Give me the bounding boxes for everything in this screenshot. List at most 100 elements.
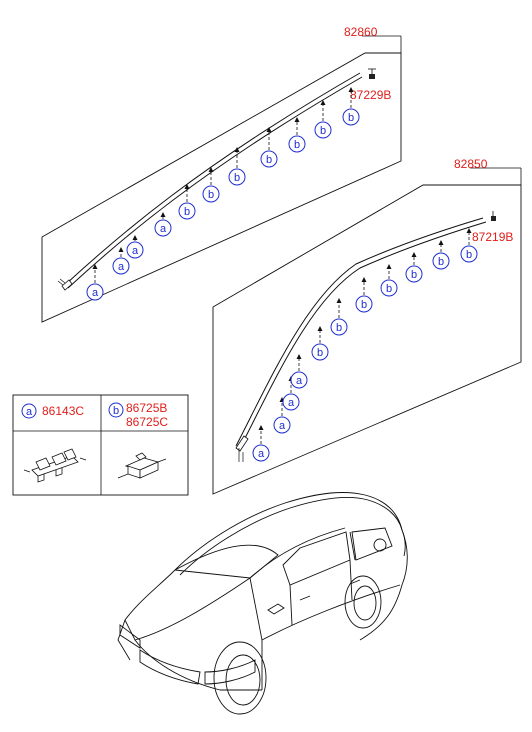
clip-letter: a	[132, 245, 139, 257]
clip-letter: a	[92, 287, 99, 299]
clip-letter: b	[320, 125, 326, 137]
clip-callout-a: a	[273, 397, 291, 434]
clip-arrowhead	[320, 100, 326, 105]
clip-letter: b	[336, 322, 342, 334]
clip-callout-a: a	[252, 425, 270, 462]
clip-arrowhead	[466, 228, 472, 233]
clip-circle	[86, 283, 104, 301]
clip-arrowhead	[386, 264, 392, 269]
clip-circle	[290, 371, 308, 389]
legend-a-letter: a	[26, 406, 33, 418]
clip-arrowhead	[258, 425, 264, 430]
clip-arrowhead	[438, 240, 444, 245]
clip-circle	[405, 265, 423, 283]
clip-circle	[228, 168, 246, 186]
clip-arrowhead	[294, 117, 300, 122]
clip-legend-table: a 86143C b 86725B 86725C	[12, 394, 189, 496]
clip-callout-a: a	[290, 354, 308, 389]
clip-arrowhead	[92, 264, 98, 269]
clip-letter: b	[348, 112, 354, 124]
molding-strip-lower	[235, 217, 487, 462]
lower-assembly-label: 82850	[454, 157, 488, 171]
clip-letter: b	[411, 269, 417, 281]
clip-circle	[432, 252, 450, 270]
legend-b-letter: b	[113, 405, 119, 417]
clip-arrowhead	[266, 127, 272, 132]
clip-callout-b: b	[460, 228, 478, 263]
clip-letter: a	[296, 375, 303, 387]
clip-letter: b	[466, 249, 472, 261]
clip-circle	[314, 121, 332, 139]
clip-arrowhead	[411, 252, 417, 257]
legend-a-circle	[21, 403, 37, 419]
clip-circle	[260, 150, 278, 168]
clip-circle	[282, 393, 300, 411]
end-piece-lower	[491, 211, 496, 221]
legend-b-part-number-2: 86725C	[126, 415, 168, 429]
clip-arrowhead	[361, 277, 367, 282]
upper-panel-outline	[41, 52, 402, 323]
clip-callout-b: b	[260, 127, 278, 168]
clip-a-icon	[23, 448, 87, 483]
clip-callout-b: b	[380, 264, 398, 297]
clip-callout-b: b	[228, 147, 246, 186]
clip-callout-b: b	[342, 87, 360, 126]
clip-letter: b	[234, 172, 240, 184]
clip-circle	[288, 135, 306, 153]
clip-letter: b	[317, 347, 323, 359]
clip-callout-b: b	[202, 167, 220, 203]
clip-circle	[252, 444, 270, 462]
clip-callout-a: a	[126, 235, 144, 259]
clip-arrowhead	[208, 167, 214, 172]
clip-letter: b	[361, 299, 367, 311]
clip-arrowhead	[317, 326, 323, 331]
clip-callout-b: b	[314, 100, 332, 139]
clip-arrowhead	[234, 147, 240, 152]
clip-letter: b	[294, 139, 300, 151]
lower-end-piece-label: 87219B	[472, 230, 513, 244]
clip-arrowhead	[132, 235, 138, 240]
clip-circle	[330, 318, 348, 336]
clip-arrowhead	[336, 298, 342, 303]
clip-circle	[202, 185, 220, 203]
clip-letter: b	[386, 283, 392, 295]
clip-letter: b	[266, 154, 272, 166]
molding-strip-upper	[57, 72, 363, 291]
clip-arrowhead	[348, 87, 354, 92]
clip-circle	[154, 219, 172, 237]
clip-callout-b: b	[405, 252, 423, 283]
clip-letter: b	[438, 256, 444, 268]
clip-circle	[112, 257, 130, 275]
clip-callout-a: a	[112, 247, 130, 275]
end-piece-upper	[368, 68, 376, 79]
clip-callout-b: b	[355, 277, 373, 313]
clip-letter: a	[279, 420, 286, 432]
clip-callout-a: a	[154, 212, 172, 237]
clip-callout-b: b	[432, 240, 450, 270]
clip-circle	[460, 245, 478, 263]
clip-letter: a	[160, 223, 167, 235]
clip-b-icon	[117, 452, 167, 479]
clip-arrowhead	[118, 247, 124, 252]
legend-a-part-number: 86143C	[42, 404, 84, 418]
clip-letter: b	[208, 189, 214, 201]
clip-arrowhead	[184, 184, 190, 189]
lower-panel-outline	[212, 184, 522, 495]
upper-end-piece-label: 87229B	[350, 88, 391, 102]
clip-circle	[380, 279, 398, 297]
clip-circle	[342, 108, 360, 126]
clip-circle	[273, 416, 291, 434]
clip-letter: b	[184, 206, 190, 218]
clip-arrowhead	[160, 212, 166, 217]
clip-letter: a	[118, 261, 125, 273]
legend-b-part-number-1: 86725B	[126, 401, 167, 415]
clip-letter: a	[288, 397, 295, 409]
clip-callout-b: b	[311, 326, 329, 361]
clip-circle	[355, 295, 373, 313]
